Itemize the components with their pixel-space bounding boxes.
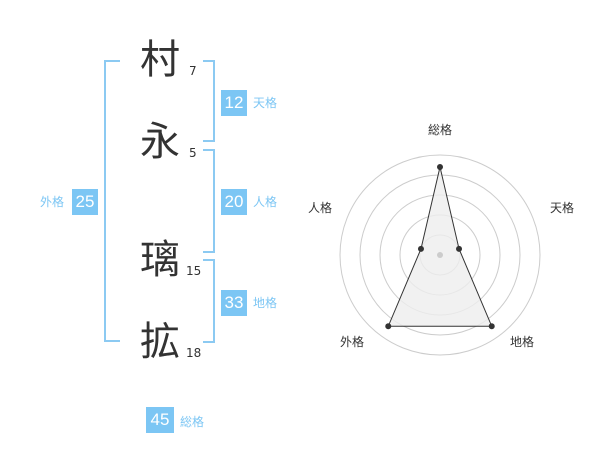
stroke-count-4: 18 <box>186 346 202 360</box>
chikaku-badge: 33 <box>221 290 247 316</box>
gaikaku-badge: 25 <box>72 189 98 215</box>
stroke-count-1: 7 <box>189 64 197 78</box>
chikaku-label: 地格 <box>253 296 278 310</box>
jinkaku-label: 人格 <box>253 195 278 209</box>
stroke-count-2: 5 <box>189 146 197 160</box>
radar-label-soukaku: 総格 <box>428 123 453 137</box>
stroke-count-3: 15 <box>186 264 202 278</box>
radar-label-jinkaku: 人格 <box>308 201 333 215</box>
jinkaku-badge: 20 <box>221 189 247 215</box>
radar-center-dot <box>437 252 443 258</box>
radar-point-1 <box>456 245 463 252</box>
radar-polygon <box>387 166 493 327</box>
radar-label-tenkaku: 天格 <box>550 201 575 215</box>
radar-point-2 <box>488 323 495 330</box>
gaikaku-bracket <box>104 60 120 342</box>
radar-label-gaikaku: 外格 <box>340 335 365 349</box>
name-char-1: 村 <box>140 37 180 83</box>
chikaku-bracket <box>203 259 215 343</box>
tenkaku-bracket <box>203 60 215 142</box>
soukaku-badge: 45 <box>146 407 174 433</box>
radar-point-4 <box>417 245 424 252</box>
radar-point-0 <box>437 164 443 170</box>
name-char-4: 拡 <box>140 319 180 365</box>
radar-point-3 <box>385 323 392 330</box>
soukaku-label: 総格 <box>180 415 205 429</box>
jinkaku-bracket <box>203 149 215 253</box>
tenkaku-badge: 12 <box>221 90 247 116</box>
gaikaku-label: 外格 <box>40 195 65 209</box>
name-char-3: 璃 <box>140 237 180 283</box>
tenkaku-label: 天格 <box>253 96 278 110</box>
radar-ring <box>339 154 541 356</box>
radar-label-chikaku: 地格 <box>510 335 535 349</box>
name-char-2: 永 <box>140 119 180 165</box>
